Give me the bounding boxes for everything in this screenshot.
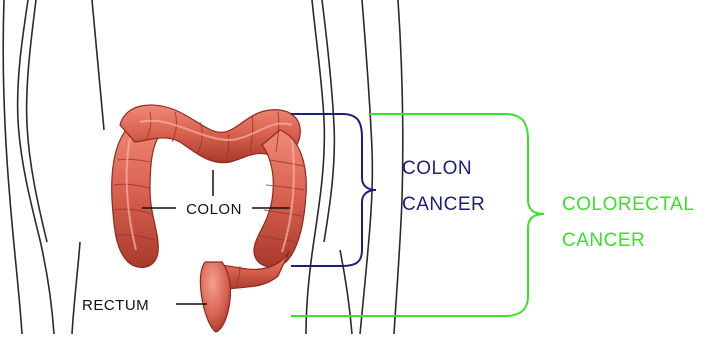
right-torso-line bbox=[306, 0, 324, 334]
colon-label: COLON bbox=[186, 201, 242, 218]
right-hip-line bbox=[340, 250, 352, 334]
colorectal-cancer-label-line1: COLORECTAL bbox=[562, 194, 694, 215]
rectum-shape bbox=[200, 262, 230, 332]
colon-cancer-label: COLON CANCER bbox=[402, 158, 485, 215]
left-arm-line bbox=[3, 0, 22, 334]
left-hip-line bbox=[72, 242, 80, 334]
colorectal-cancer-label-line2: CANCER bbox=[562, 230, 645, 251]
rectum-label: RECTUM bbox=[82, 297, 149, 314]
colon-cancer-label-line1: COLON bbox=[402, 158, 472, 179]
colon-cancer-label-line2: CANCER bbox=[402, 194, 485, 215]
rectum-label-group: RECTUM bbox=[82, 297, 207, 314]
colorectal-cancer-label: COLORECTAL CANCER bbox=[562, 194, 694, 251]
left-torso-line-inner bbox=[27, 0, 47, 242]
left-waist-line bbox=[92, 0, 104, 130]
left-torso-line bbox=[18, 0, 54, 334]
